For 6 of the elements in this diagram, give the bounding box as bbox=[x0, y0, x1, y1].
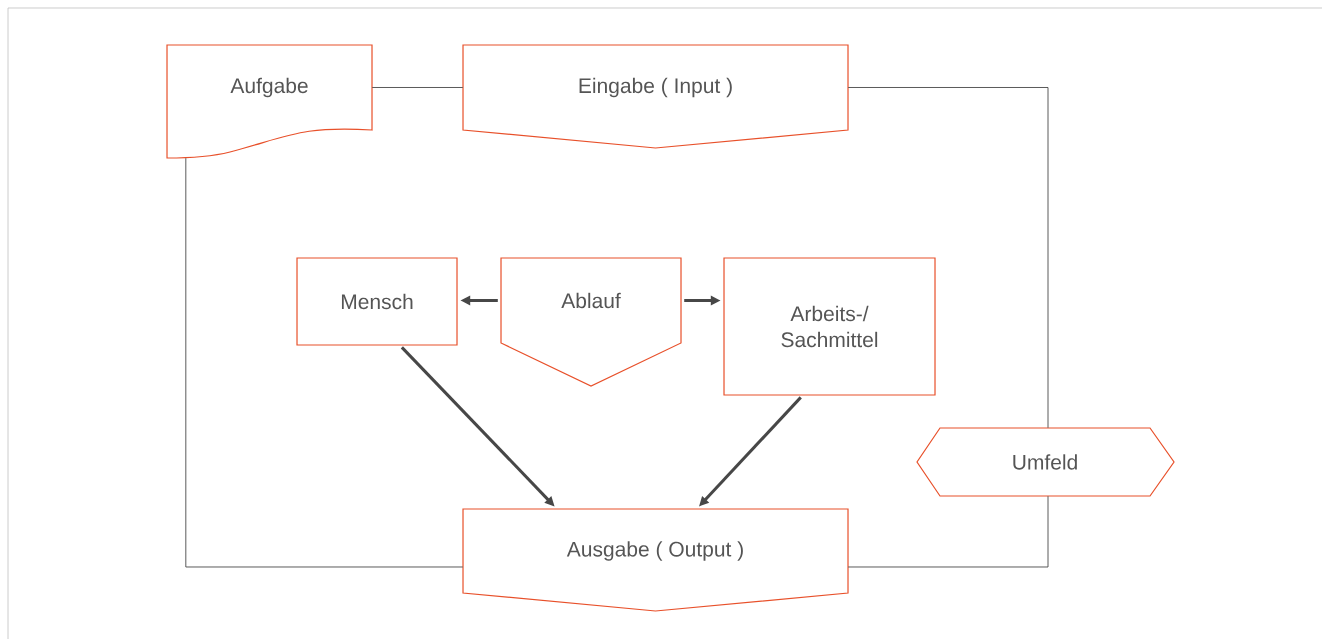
process-box: Mensch bbox=[296, 257, 458, 346]
process-box: Arbeits-/ Sachmittel bbox=[723, 257, 936, 396]
connector-line bbox=[185, 157, 464, 568]
connector-line bbox=[847, 87, 1049, 429]
connector-line bbox=[371, 87, 464, 88]
connector-line bbox=[847, 495, 1049, 568]
